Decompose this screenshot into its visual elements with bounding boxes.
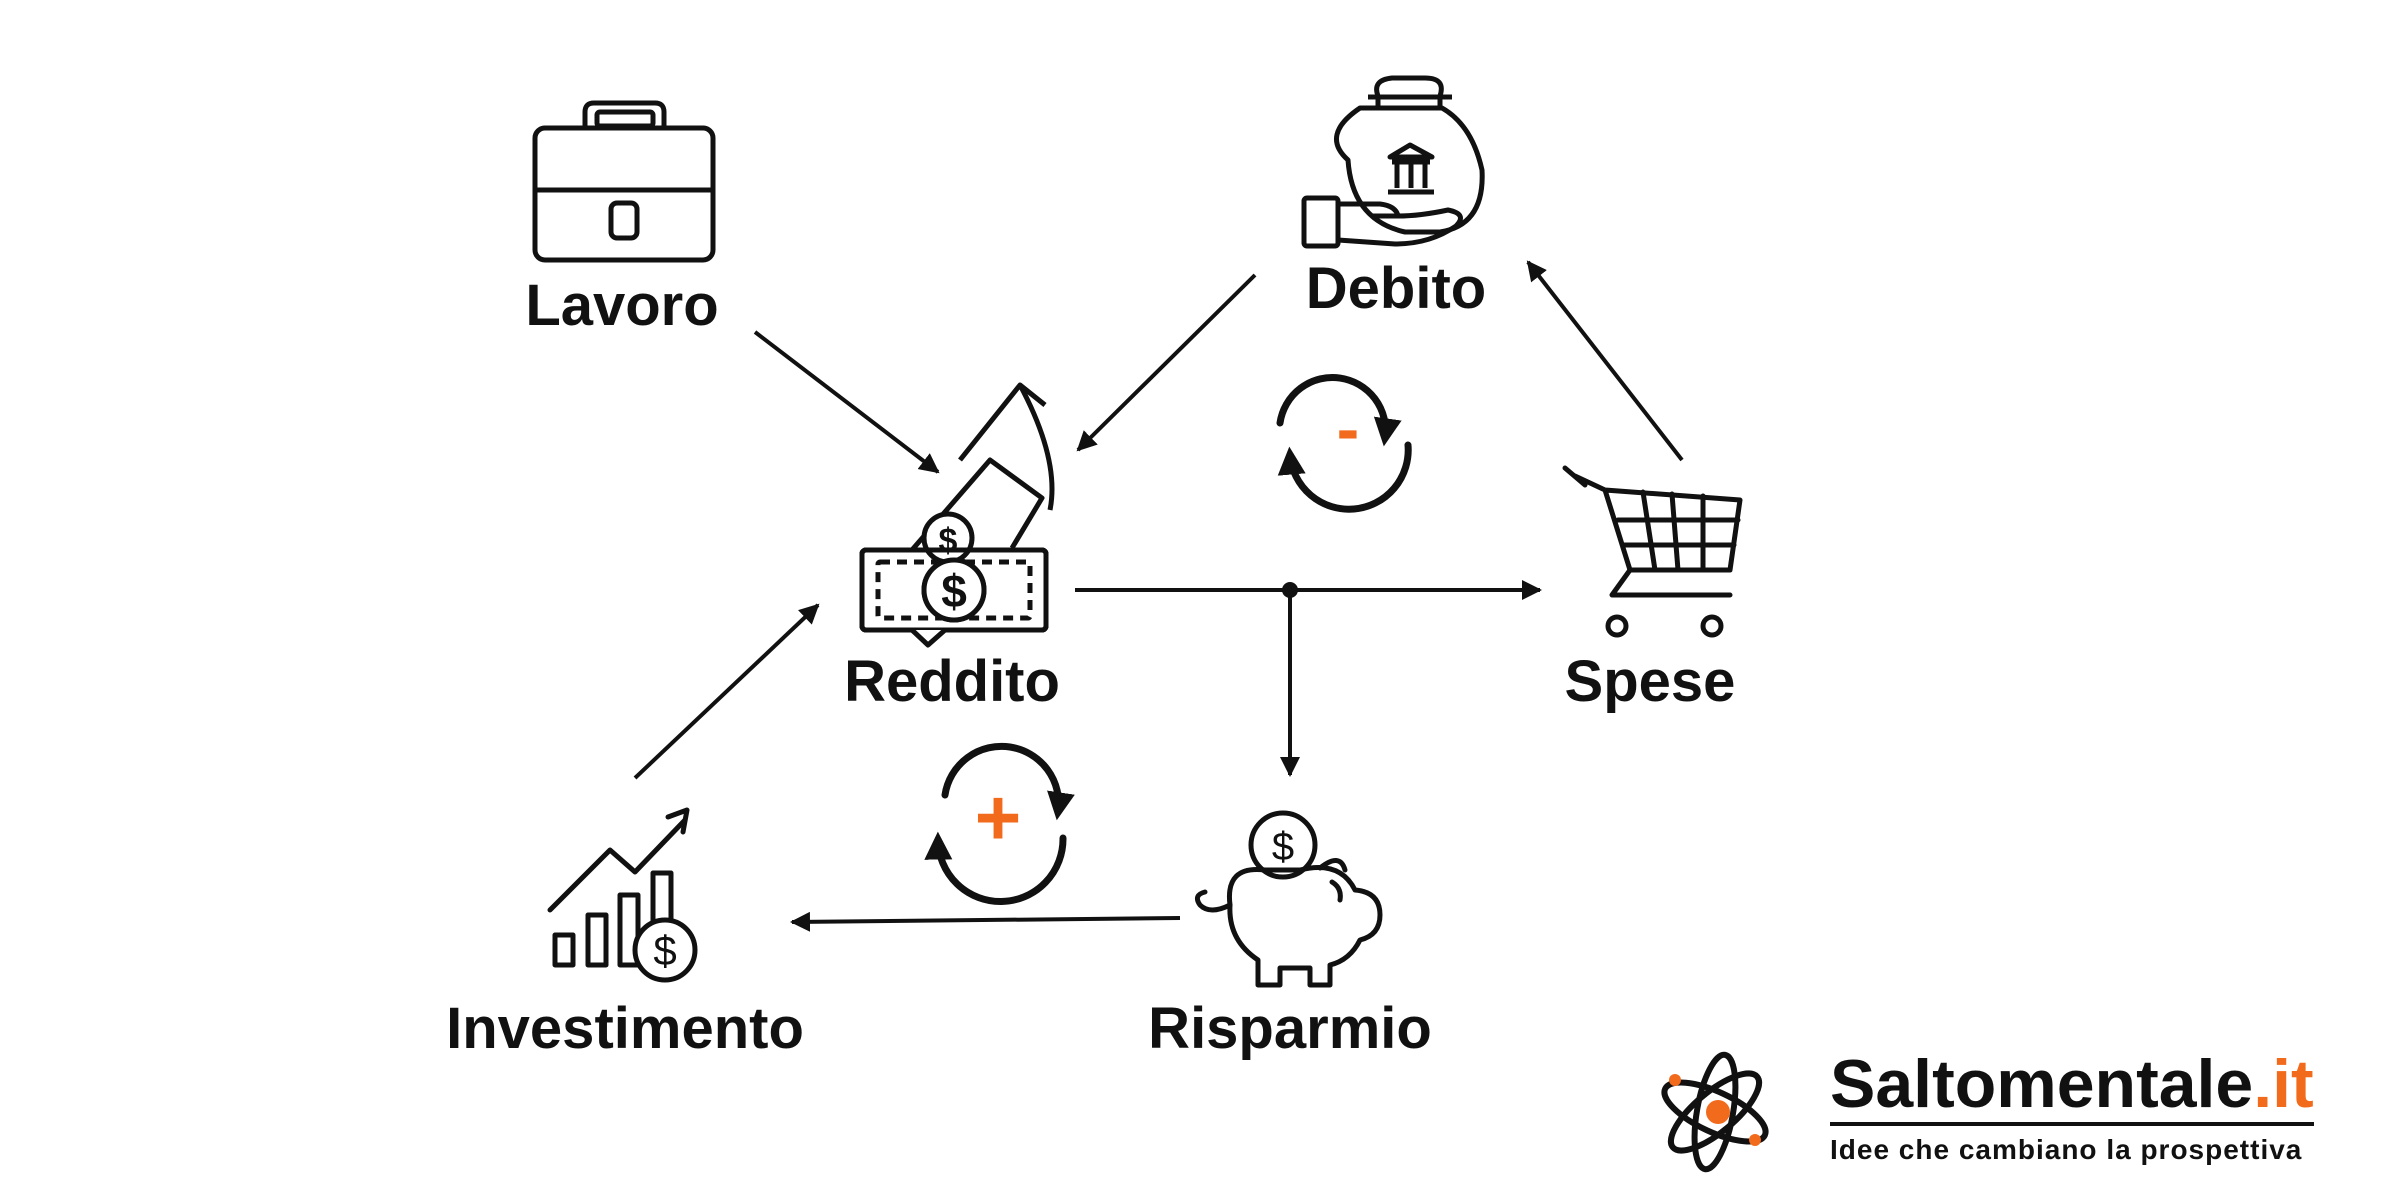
arrow-risparmio-to-investimento — [790, 911, 1181, 932]
shopping-cart-icon — [1562, 465, 1743, 638]
money-bag-bank-icon — [1301, 75, 1485, 249]
svg-text:$: $ — [653, 927, 676, 974]
arrow-lavoro-to-reddito — [753, 330, 940, 474]
label-debito: Debito — [1305, 256, 1487, 321]
arrow-investimento-to-reddito — [633, 603, 820, 780]
brand-tagline: Idee che cambiano la prospettiva — [1830, 1134, 2303, 1165]
banknotes-icon: $ $ $ — [859, 382, 1055, 648]
svg-text:$: $ — [939, 522, 958, 560]
brand-block[interactable]: Saltomentale.it Idee che cambiano la pro… — [1830, 1050, 2314, 1166]
piggy-bank-icon: $ — [1194, 810, 1383, 988]
cycle-arrows-icon — [924, 742, 1075, 905]
label-reddito: Reddito — [844, 649, 1060, 714]
label-spese: Spese — [1564, 649, 1736, 714]
cycle-arrows-icon — [1276, 373, 1412, 513]
positive-symbol: + — [975, 773, 1022, 862]
arrow-spese-to-debito — [1526, 260, 1684, 462]
positive-cycle: + — [924, 742, 1075, 905]
label-lavoro: Lavoro — [525, 273, 719, 338]
junction-dot — [1282, 582, 1298, 598]
atom-icon — [1661, 1051, 1769, 1173]
brand-tld: .it — [2253, 1046, 2314, 1122]
label-risparmio: Risparmio — [1148, 996, 1432, 1061]
svg-text:$: $ — [941, 565, 967, 617]
svg-text:$: $ — [1272, 825, 1294, 869]
negative-cycle: - — [1276, 373, 1412, 513]
brand-title: Saltomentale.it — [1830, 1050, 2314, 1126]
briefcase-icon — [532, 100, 716, 263]
arrows — [633, 260, 1684, 932]
label-investimento: Investimento — [446, 996, 804, 1061]
growth-chart-icon: $ — [547, 807, 698, 983]
brand-name: Saltomentale — [1830, 1046, 2254, 1122]
arrow-debito-to-reddito — [1076, 273, 1257, 452]
negative-symbol: - — [1337, 391, 1360, 467]
